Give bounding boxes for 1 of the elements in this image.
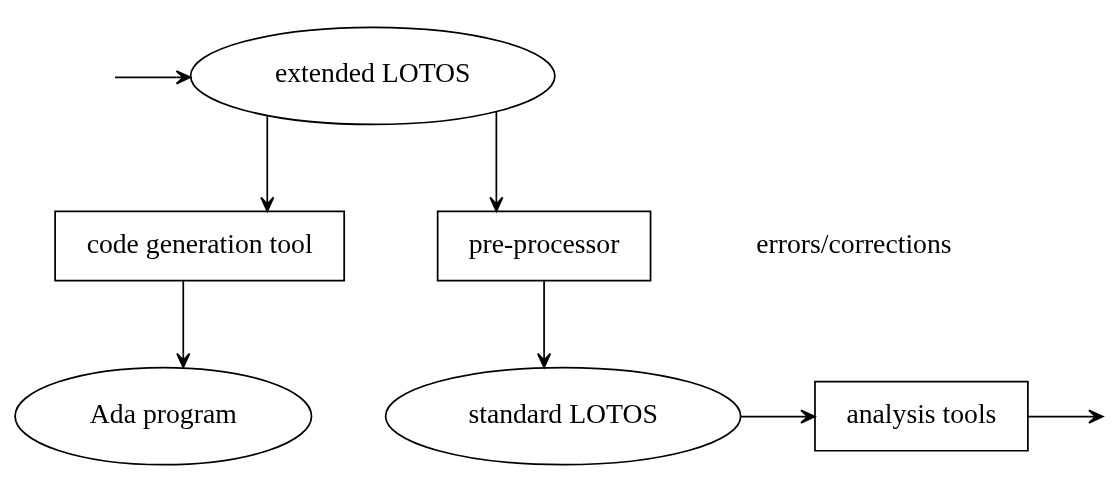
label: errors/corrections xyxy=(756,227,952,259)
